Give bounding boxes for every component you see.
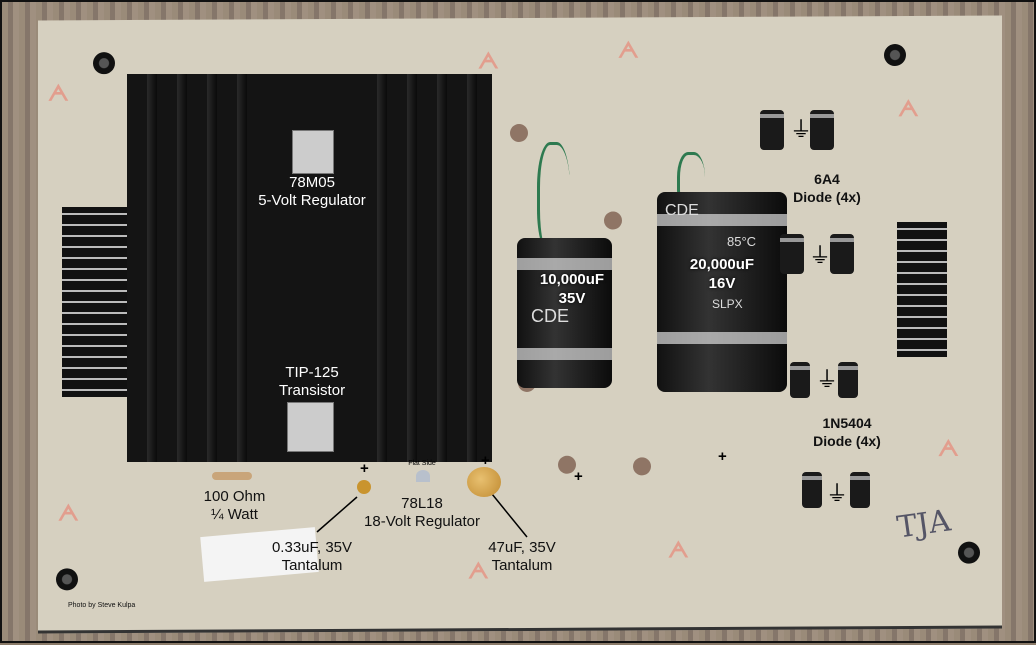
voltage-regulator-78m05	[292, 130, 334, 174]
part-number: 78L18	[401, 495, 443, 512]
part-number: 1N5404	[822, 415, 872, 431]
flat-side-label: Flat Side	[408, 460, 436, 467]
part-description: 5-Volt Regulator	[258, 192, 366, 209]
part-number: 78M05	[289, 174, 335, 191]
regulator-5v-label: 78M05 5-Volt Regulator	[242, 174, 382, 210]
part-number: 6A4	[814, 171, 840, 187]
green-wire	[677, 152, 705, 215]
cap-value: 10,000uF	[539, 271, 605, 288]
cap-value: 47uF, 35V	[488, 539, 556, 556]
polarity-plus: +	[360, 460, 369, 477]
cap-value: 0.33uF, 35V	[271, 539, 353, 556]
diode-symbol-icon: ⏚	[826, 481, 849, 506]
polarity-plus: +	[574, 468, 583, 485]
cap-small-label: 0.33uF, 35V Tantalum	[257, 539, 367, 575]
cap-voltage: 35V	[558, 290, 586, 307]
regulator-18v-label: 78L18 18-Volt Regulator	[357, 495, 487, 531]
diode-6a4	[810, 110, 834, 150]
diode-1n5404-label: 1N5404 Diode (4x)	[792, 414, 902, 450]
diode-1n5404	[838, 362, 858, 398]
diode-6a4	[830, 234, 854, 274]
cap-20000-label: 20,000uF 16V	[677, 255, 767, 293]
resistor-value: 100 Ohm	[203, 488, 266, 505]
diode-6a4	[780, 234, 804, 274]
cap-brand: CDE	[531, 306, 570, 326]
photo-credit: Photo by Steve Kulpa	[68, 602, 136, 609]
cap-10000-label: 10,000uF 35V	[532, 270, 612, 308]
diode-symbol-icon: ⏚	[790, 117, 813, 142]
tantalum-cap-47uf	[467, 467, 501, 497]
part-description: Diode (4x)	[813, 433, 881, 449]
cap-temp: 85°C	[727, 234, 757, 249]
cap-series: SLPX	[712, 297, 743, 311]
resistor-rating: ¼ Watt	[211, 506, 258, 523]
tantalum-cap-small	[357, 480, 371, 494]
cap-brand: CDE	[665, 202, 699, 219]
part-description: 18-Volt Regulator	[364, 513, 480, 530]
green-wire	[537, 142, 570, 255]
polarity-plus: +	[481, 452, 490, 469]
cap-value: 20,000uF	[689, 256, 755, 273]
cap-type: Tantalum	[281, 557, 343, 574]
diode-1n5404	[790, 362, 810, 398]
cap-voltage: 16V	[708, 275, 736, 292]
resistor-label: 100 Ohm ¼ Watt	[187, 488, 282, 524]
diode-6a4	[760, 110, 784, 150]
diode-symbol-icon: ⏚	[809, 243, 832, 268]
diode-1n5404	[850, 472, 870, 508]
right-connector-pins	[897, 222, 947, 357]
voltage-regulator-78l18	[416, 470, 430, 482]
transistor-label: TIP-125 Transistor	[242, 364, 382, 400]
part-description: Diode (4x)	[793, 189, 861, 205]
part-number: TIP-125	[285, 364, 339, 381]
resistor	[212, 472, 252, 480]
cap-type: Tantalum	[491, 557, 553, 574]
part-description: Transistor	[278, 382, 346, 399]
cap-tantalum-label: 47uF, 35V Tantalum	[467, 539, 577, 575]
diode-6a4-label: 6A4 Diode (4x)	[772, 170, 882, 206]
capacitor-10000uf: CDE	[517, 238, 612, 388]
diode-1n5404	[802, 472, 822, 508]
transistor-tip125	[287, 402, 334, 452]
polarity-plus: +	[718, 448, 727, 465]
diode-symbol-icon: ⏚	[816, 367, 839, 392]
capacitor-20000uf: CDE SLPX 85°C	[657, 192, 787, 392]
handwritten-initials: TJA	[894, 503, 953, 546]
